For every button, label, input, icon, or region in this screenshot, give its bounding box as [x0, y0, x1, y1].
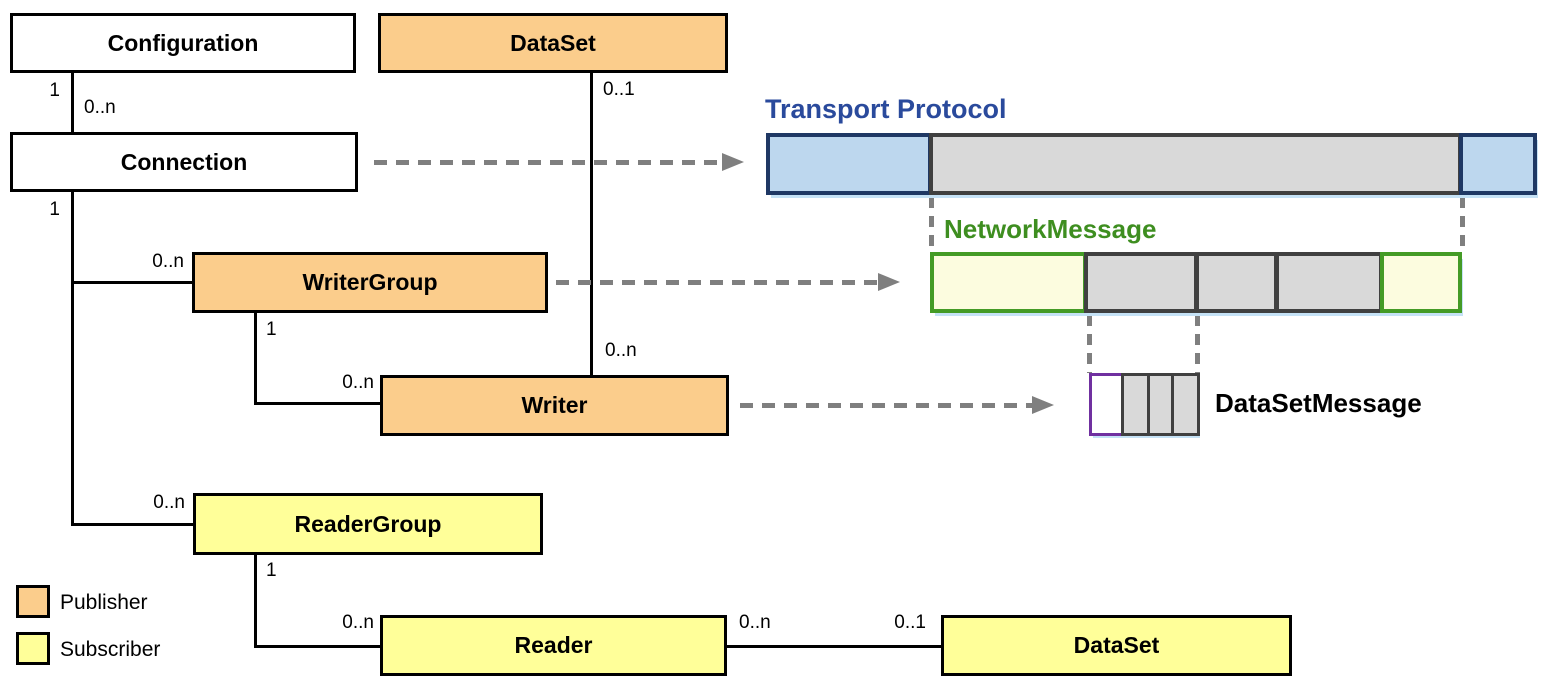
multiplicity-label: 0..1 — [894, 612, 926, 633]
multiplicity-label: 0..n — [342, 372, 374, 393]
box-configuration-label: Configuration — [107, 29, 259, 56]
transport-protocol-title: Transport Protocol — [765, 94, 1007, 124]
transport-trailer-segment — [1459, 133, 1537, 195]
transport-payload-segment — [929, 133, 1462, 195]
box-writer-label: Writer — [521, 392, 588, 418]
connector-connection-trunk — [71, 191, 74, 526]
box-readergroup: ReaderGroup — [193, 493, 543, 555]
legend-subscriber-swatch — [16, 632, 50, 665]
dashed-link-transport-networkmessage-left — [929, 197, 934, 252]
multiplicity-label: 0..n — [739, 612, 771, 633]
legend-publisher-swatch — [16, 585, 50, 618]
connector-writergroup-writer-vertical — [254, 312, 257, 405]
dashed-arrow-connection-to-transport — [374, 160, 722, 165]
box-readergroup-label: ReaderGroup — [294, 510, 442, 537]
datasetmessage-field-segment-3 — [1171, 373, 1200, 436]
box-connection-label: Connection — [120, 148, 248, 175]
multiplicity-label: 0..n — [342, 612, 374, 633]
datasetmessage-bar — [1089, 373, 1200, 436]
networkmessage-payload-segment-2 — [1195, 252, 1278, 313]
multiplicity-label: 1 — [49, 80, 60, 101]
connector-writergroup-writer-horizontal — [254, 402, 380, 405]
box-writergroup: WriterGroup — [192, 252, 548, 313]
datasetmessage-header-segment — [1089, 373, 1124, 436]
networkmessage-header-segment — [930, 252, 1087, 313]
box-dataset-top-label: DataSet — [510, 29, 596, 56]
dashed-link-transport-networkmessage-right — [1460, 197, 1465, 252]
legend-subscriber-label: Subscriber — [60, 638, 161, 661]
multiplicity-label: 0..n — [605, 340, 637, 361]
dashed-link-networkmessage-datasetmessage-right — [1195, 315, 1200, 373]
arrowhead-icon — [722, 153, 744, 171]
box-dataset-bottom: DataSet — [941, 615, 1292, 676]
transport-header-segment — [766, 133, 932, 195]
box-reader-label: Reader — [514, 632, 593, 658]
networkmessage-payload-segment-3 — [1275, 252, 1383, 313]
multiplicity-label: 0..n — [152, 251, 184, 272]
arrowhead-icon — [878, 273, 900, 291]
datasetmessage-field-segment-1 — [1121, 373, 1150, 436]
multiplicity-label: 1 — [266, 560, 277, 581]
connector-connection-writergroup — [71, 281, 192, 284]
box-dataset-bottom-label: DataSet — [1073, 632, 1160, 658]
box-writergroup-label: WriterGroup — [302, 269, 438, 295]
arrowhead-icon — [1032, 396, 1054, 414]
transport-protocol-bar — [766, 133, 1537, 195]
networkmessage-payload-segment-1 — [1084, 252, 1198, 313]
box-connection: Connection — [10, 132, 358, 192]
networkmessage-bar — [930, 252, 1462, 313]
multiplicity-label: 1 — [49, 199, 60, 220]
box-dataset-top: DataSet — [378, 13, 728, 73]
dashed-arrow-writer-to-datasetmessage — [740, 403, 1034, 408]
multiplicity-label: 0..n — [153, 492, 185, 513]
networkmessage-title: NetworkMessage — [944, 214, 1157, 244]
legend-publisher-label: Publisher — [60, 591, 148, 614]
connector-configuration-connection — [71, 71, 74, 133]
connector-connection-readergroup — [71, 523, 193, 526]
datasetmessage-field-segment-2 — [1147, 373, 1174, 436]
connector-readergroup-reader-vertical — [254, 554, 257, 648]
multiplicity-label: 0..n — [84, 97, 116, 118]
multiplicity-label: 0..1 — [603, 79, 635, 100]
datasetmessage-title: DataSetMessage — [1215, 388, 1422, 418]
networkmessage-trailer-segment — [1380, 252, 1462, 313]
multiplicity-label: 1 — [266, 319, 277, 340]
connector-dataset-writer — [590, 71, 593, 375]
dashed-link-networkmessage-datasetmessage-left — [1087, 315, 1092, 373]
box-configuration: Configuration — [10, 13, 356, 73]
box-reader: Reader — [380, 615, 727, 676]
connector-reader-dataset — [727, 645, 941, 648]
box-writer: Writer — [380, 375, 729, 436]
dashed-arrow-writergroup-to-networkmessage — [556, 280, 880, 285]
connector-readergroup-reader-horizontal — [254, 645, 380, 648]
